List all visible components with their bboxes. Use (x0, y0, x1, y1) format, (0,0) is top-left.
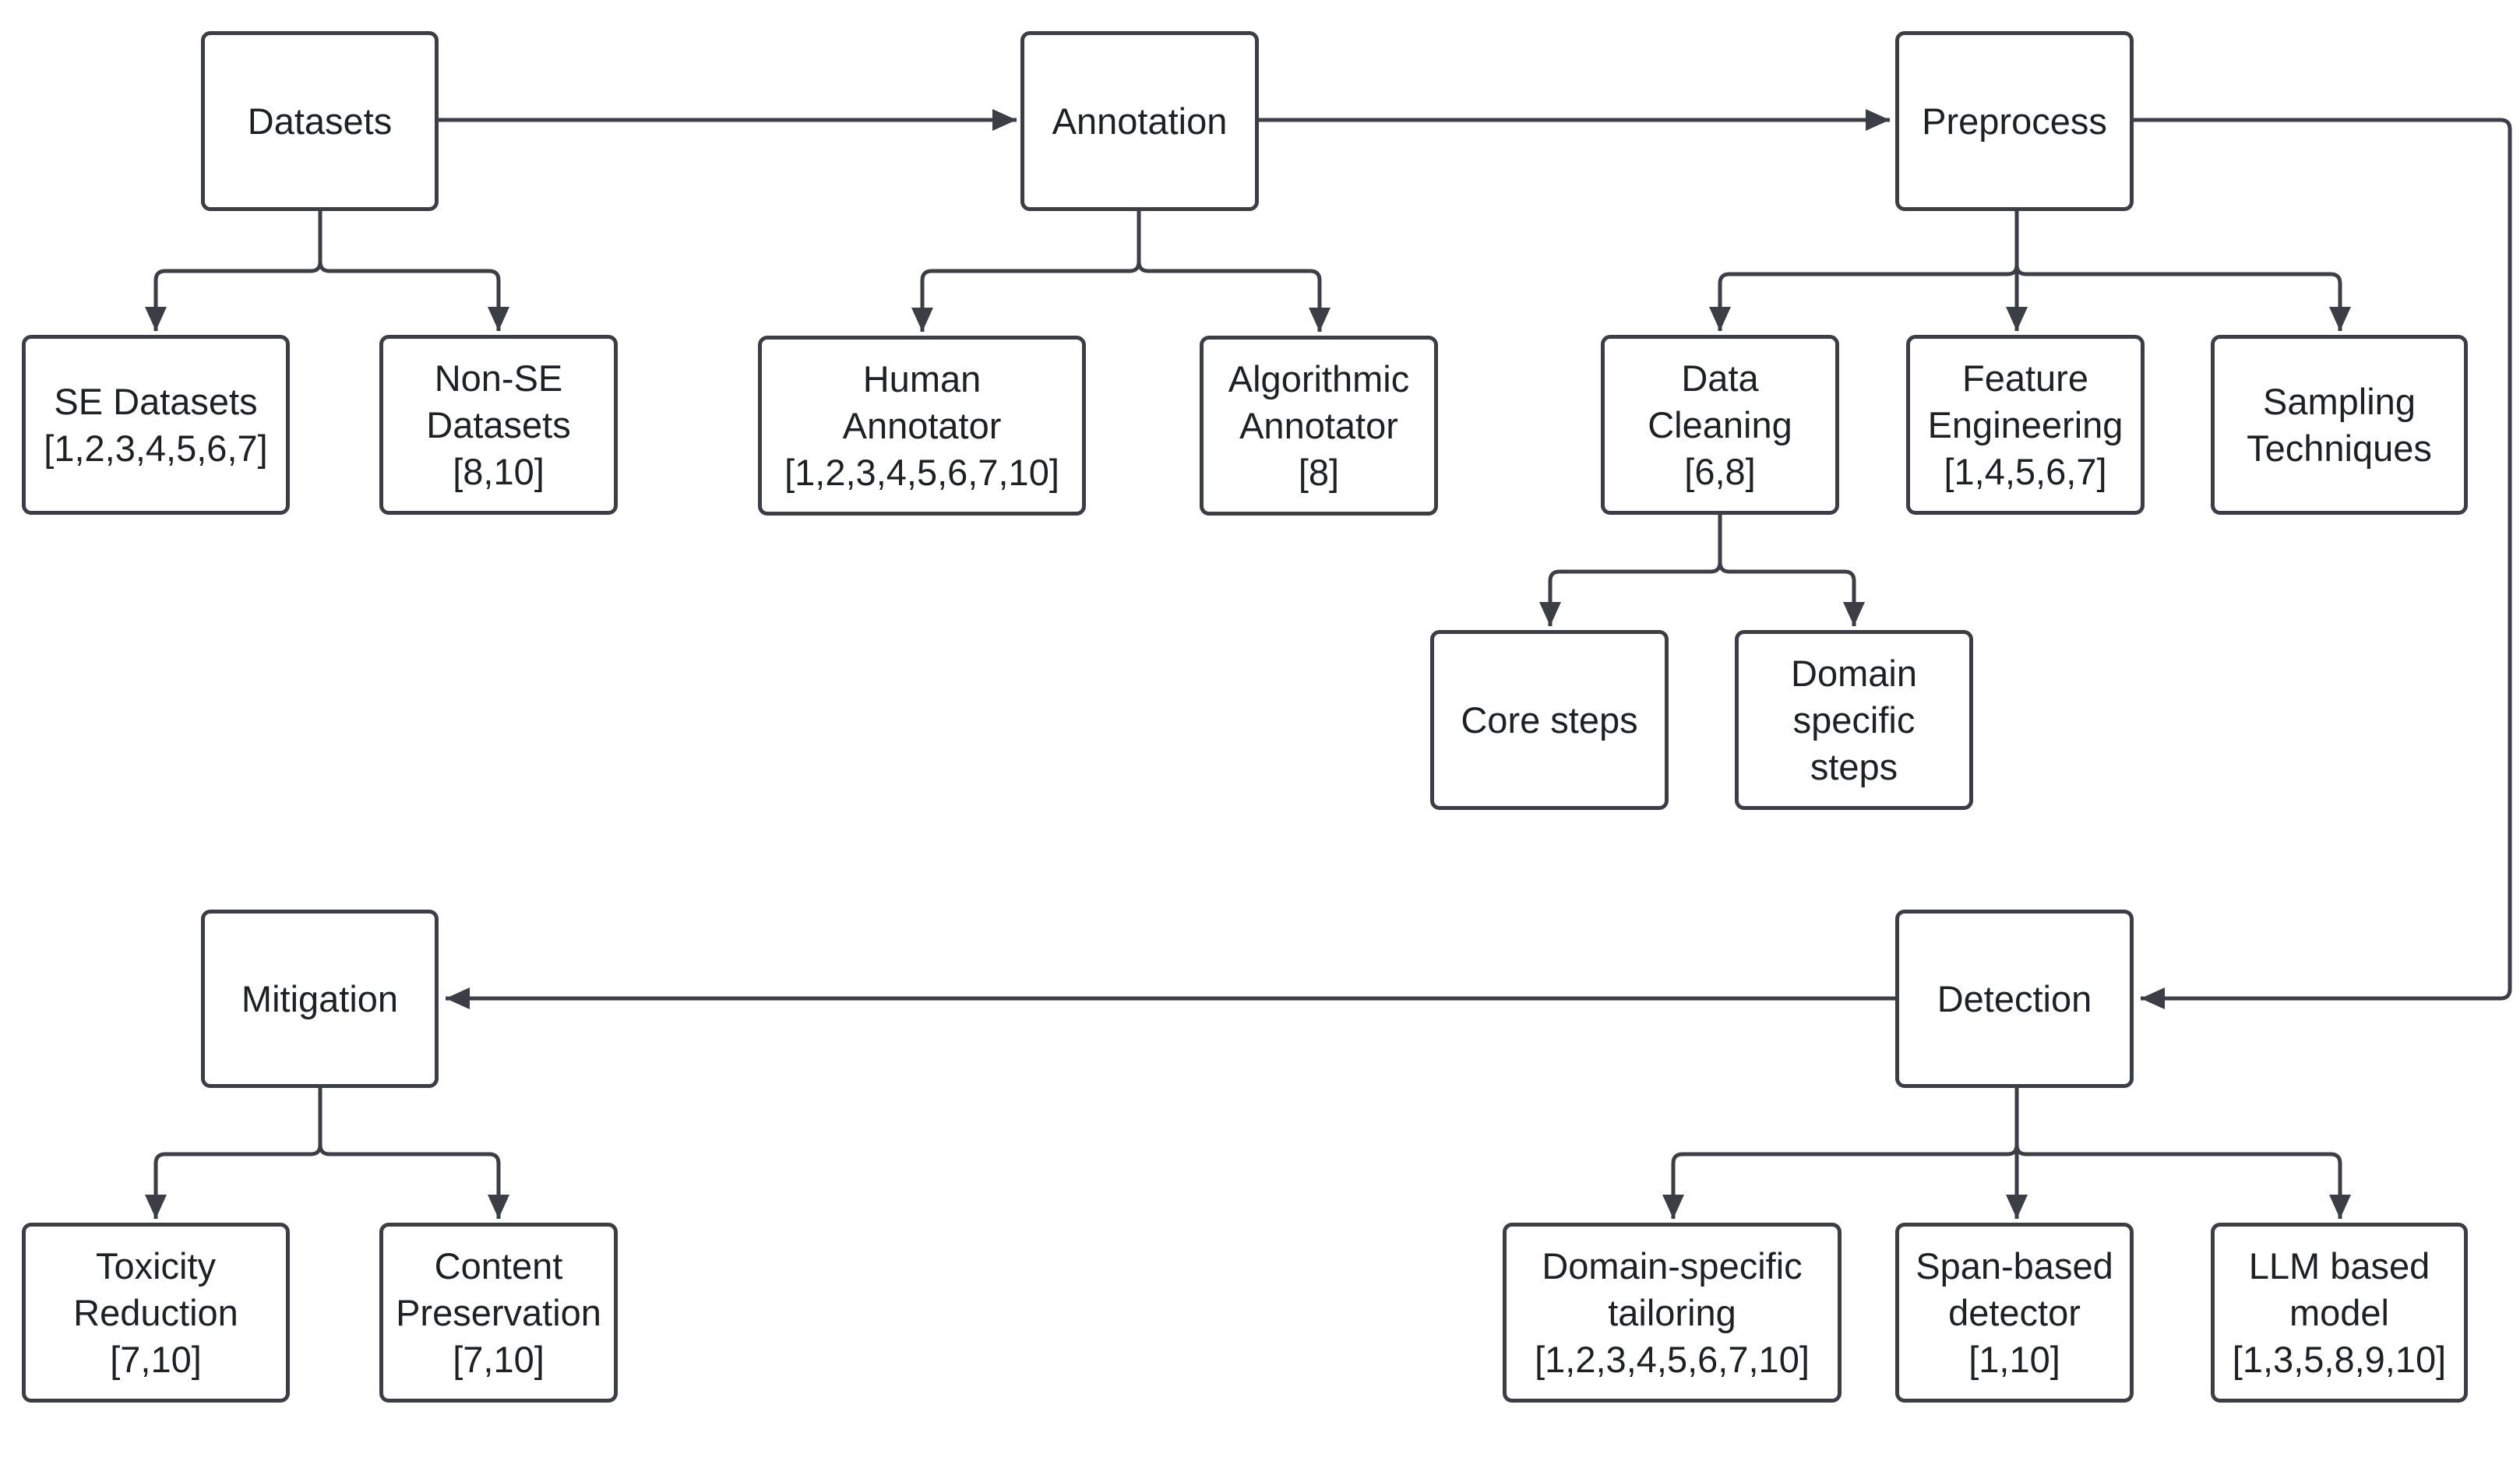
label-line: [7,10] (110, 1338, 202, 1380)
node-annotation: Annotation (1020, 31, 1259, 211)
label-line: [1,2,3,4,5,6,7,10] (1535, 1338, 1810, 1380)
label-line: Cleaning (1648, 403, 1792, 445)
label-line: [1,10] (1968, 1338, 2060, 1380)
node-preprocess: Preprocess (1895, 31, 2134, 211)
node-annotation-label: Annotation (1052, 98, 1228, 145)
arrow-preprocess-to-detection (2133, 118, 2512, 1009)
label-line: Reduction (73, 1291, 238, 1333)
label-line: [8,10] (453, 450, 545, 492)
label-line: Domain (1791, 652, 1917, 694)
label-line: [1,2,3,4,5,6,7] (44, 427, 268, 469)
label-line: SE Datasets (54, 380, 258, 422)
label-line: Non-SE (434, 357, 563, 399)
label-line: Techniques (2247, 427, 2432, 469)
label-line: [6,8] (1684, 450, 1756, 492)
arrow-detection-to-domain-tailor (1662, 1087, 2019, 1219)
label-line: [8] (1298, 451, 1340, 493)
label-line: Detection (1937, 977, 2092, 1019)
arrow-mitigation-to-content (318, 1144, 509, 1219)
label-line: Engineering (1927, 403, 2123, 445)
label-line: Preprocess (1922, 100, 2107, 142)
node-datasets: Datasets (201, 31, 439, 211)
label-line: [1,3,5,8,9,10] (2232, 1338, 2447, 1380)
label-line: tailoring (1608, 1291, 1736, 1333)
label-line: Content (434, 1244, 563, 1287)
label-line: Core steps (1461, 699, 1638, 741)
label-line: LLM based (2248, 1244, 2430, 1287)
arrow-cleaning-to-domain-steps (1718, 562, 1865, 626)
node-mitigation-label: Mitigation (241, 976, 398, 1023)
label-line: Algorithmic (1228, 357, 1410, 400)
label-line: Sampling (2263, 380, 2416, 422)
label-line: Preservation (396, 1291, 601, 1333)
arrow-annotation-to-human (911, 210, 1141, 332)
arrow-annotation-to-algorithmic (1137, 261, 1330, 332)
arrow-datasets-to-se-datasets (145, 210, 322, 331)
node-mitigation: Mitigation (201, 910, 439, 1088)
node-detection-label: Detection (1937, 976, 2092, 1023)
node-se-datasets-label: SE Datasets [1,2,3,4,5,6,7] (44, 378, 267, 472)
label-line: Annotator (842, 404, 1002, 446)
label-line: Toxicity (95, 1244, 217, 1287)
node-preprocess-label: Preprocess (1922, 98, 2107, 145)
arrow-datasets-to-non-se (318, 261, 509, 331)
arrow-detection-to-llm (2014, 1144, 2351, 1219)
label-line: Span-based (1916, 1244, 2113, 1287)
arrow-mitigation-to-toxicity (145, 1087, 322, 1219)
label-line: [1,4,5,6,7] (1944, 450, 2107, 492)
label-line: detector (1948, 1291, 2081, 1333)
arrow-preprocess-to-cleaning (1709, 210, 2019, 331)
label-line: Datasets (426, 403, 571, 445)
label-line: Feature (1962, 357, 2088, 399)
label-line: steps (1810, 745, 1898, 787)
label-line: [1,2,3,4,5,6,7,10] (784, 451, 1059, 493)
arrow-cleaning-to-core (1539, 515, 1722, 626)
label-line: model (2289, 1291, 2389, 1333)
node-datasets-label: Datasets (248, 98, 392, 145)
arrow-preprocess-to-sampling (2014, 264, 2351, 331)
node-detection: Detection (1895, 910, 2134, 1088)
node-se-datasets: SE Datasets [1,2,3,4,5,6,7] (22, 335, 290, 515)
label-line: Domain-specific (1542, 1244, 1803, 1287)
node-core-steps-label: Core steps (1461, 697, 1637, 744)
label-line: [7,10] (453, 1338, 545, 1380)
label-line: specific (1792, 699, 1916, 741)
label-line: Annotation (1052, 100, 1228, 142)
label-line: Data (1681, 357, 1759, 399)
label-line: Datasets (247, 100, 393, 142)
label-line: Human (862, 357, 982, 400)
label-line: Annotator (1239, 404, 1398, 446)
label-line: Mitigation (241, 977, 399, 1019)
node-core-steps: Core steps (1430, 630, 1669, 810)
